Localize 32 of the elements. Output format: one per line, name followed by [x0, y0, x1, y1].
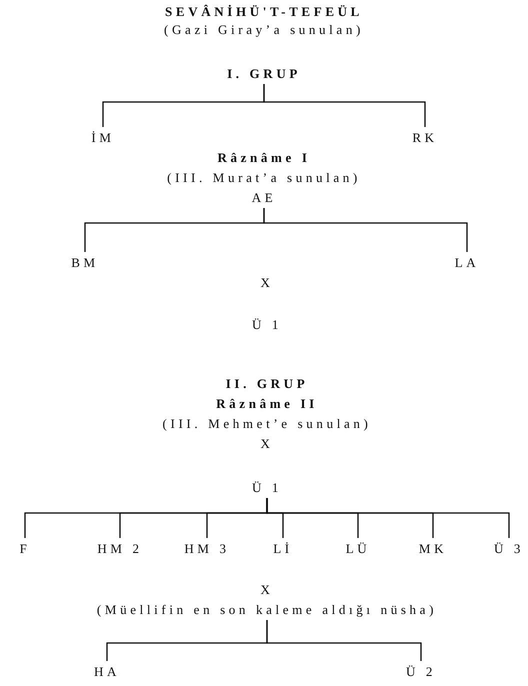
manuscript-siglum: LÜ [346, 540, 370, 558]
manuscript-siglum: Ü 1 [252, 316, 282, 334]
stemma-branch-line [266, 620, 422, 661]
manuscript-siglum: Ü 2 [406, 663, 436, 681]
manuscript-siglum: LA [454, 254, 480, 272]
manuscript-siglum: X [260, 274, 274, 292]
manuscript-siglum: AE [250, 189, 278, 207]
manuscript-siglum: Ü 3 [494, 540, 524, 558]
subtitle-note: (Gazi Giray’a sunulan) [164, 21, 364, 39]
manuscript-siglum: BM [71, 254, 99, 272]
stemma-branch-line [263, 84, 426, 127]
manuscript-siglum: X [259, 435, 274, 453]
manuscript-note: (III. Murat’a sunulan) [167, 169, 361, 187]
manuscript-siglum: MK [418, 540, 448, 558]
group-heading: Râznâme I [216, 149, 312, 167]
manuscript-note: (III. Mehmet’e sunulan) [162, 415, 372, 433]
manuscript-siglum: RK [412, 129, 438, 147]
manuscript-siglum: F [20, 540, 30, 558]
manuscript-siglum: HA [94, 663, 120, 681]
manuscript-siglum: Ü 1 [252, 479, 282, 497]
manuscript-siglum: HM 3 [184, 540, 230, 558]
manuscript-siglum: X [259, 581, 274, 599]
manuscript-note: (Müellifin en son kaleme aldığı nüsha) [96, 601, 438, 619]
manuscript-siglum: HM 2 [97, 540, 143, 558]
diagram-title: SEVÂNİHÜ'T-TEFEÜL [165, 3, 363, 21]
group-heading: Râznâme II [215, 395, 319, 413]
stemma-branch-line [266, 498, 510, 538]
manuscript-siglum: Lİ [273, 540, 293, 558]
group-heading: I. GRUP [227, 65, 301, 83]
stemma-branch-line [263, 208, 468, 252]
manuscript-siglum: İM [91, 129, 115, 147]
group-heading: II. GRUP [224, 375, 310, 393]
